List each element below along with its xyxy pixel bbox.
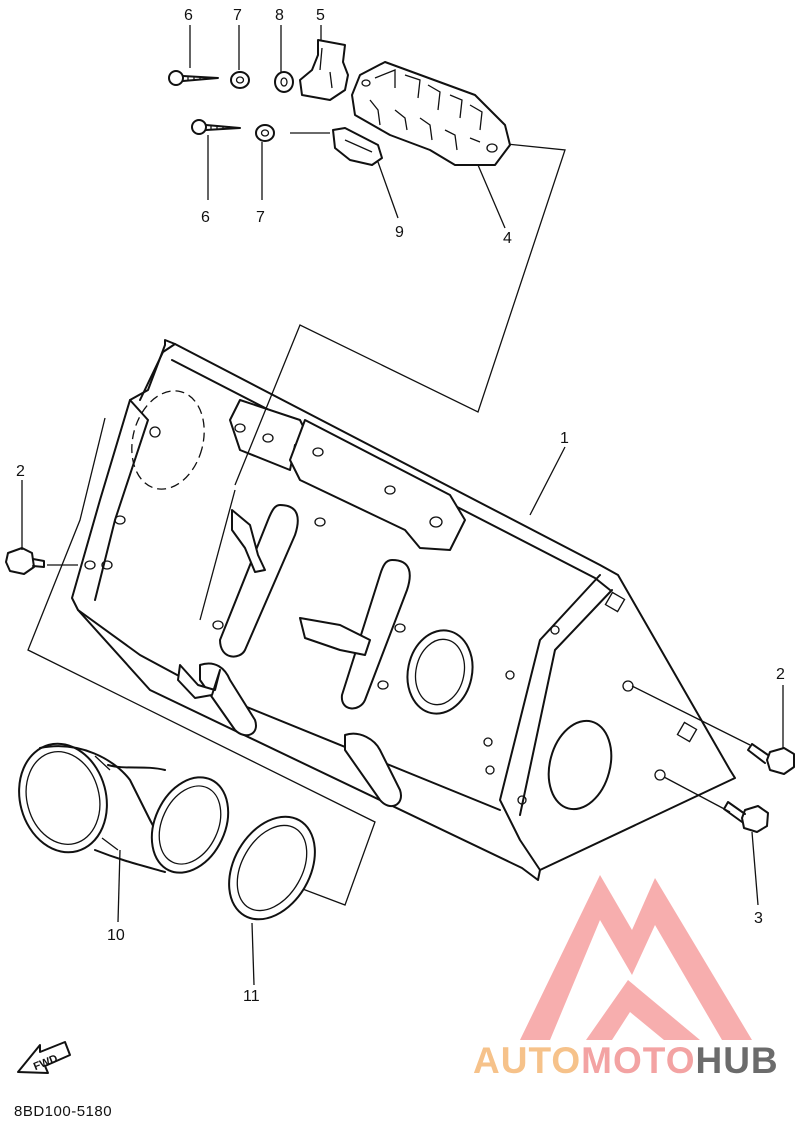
watermark-text: AUTOMOTOHUB xyxy=(473,1040,779,1082)
callout-1: 1 xyxy=(560,430,569,447)
callout-2-right: 2 xyxy=(776,666,785,683)
intake-duct-10 xyxy=(18,742,230,874)
washer-7-lower xyxy=(255,124,275,142)
clamp-9 xyxy=(332,127,383,166)
callout-7-bottom: 7 xyxy=(256,209,265,226)
callout-leaders xyxy=(21,25,784,986)
bracket-5 xyxy=(299,39,349,101)
bolt-2-right xyxy=(747,743,795,775)
rubber-4 xyxy=(351,61,511,166)
dashed-leaders xyxy=(27,132,751,906)
watermark-auto: AUTO xyxy=(473,1040,582,1081)
grommet-8 xyxy=(274,71,294,93)
watermark-logo-icon xyxy=(520,875,752,1040)
callout-3: 3 xyxy=(754,910,763,927)
air-duct-plate xyxy=(71,339,736,881)
callout-6-top: 6 xyxy=(184,7,193,24)
callout-4: 4 xyxy=(503,230,512,247)
watermark-moto: MOTO xyxy=(581,1040,696,1081)
callout-5: 5 xyxy=(316,7,325,24)
fwd-arrow-icon: FWD xyxy=(17,1041,71,1074)
bolt-3 xyxy=(723,801,769,833)
screw-6-lower xyxy=(191,119,241,135)
gasket-11 xyxy=(228,815,316,921)
callout-labels: 6 7 8 5 6 7 9 4 1 2 2 3 10 11 xyxy=(16,7,785,1005)
diagram-code: 8BD100-5180 xyxy=(14,1103,113,1120)
callout-7-top: 7 xyxy=(233,7,242,24)
callout-9: 9 xyxy=(395,224,404,241)
callout-2-left: 2 xyxy=(16,463,25,480)
callout-10: 10 xyxy=(107,927,125,944)
callout-11: 11 xyxy=(243,988,260,1005)
callout-6-bottom: 6 xyxy=(201,209,210,226)
bolt-2-left xyxy=(5,547,45,575)
screw-6-upper xyxy=(168,70,219,86)
washer-7-upper xyxy=(230,71,250,89)
watermark-hub: HUB xyxy=(695,1040,779,1081)
callout-8: 8 xyxy=(275,7,284,24)
